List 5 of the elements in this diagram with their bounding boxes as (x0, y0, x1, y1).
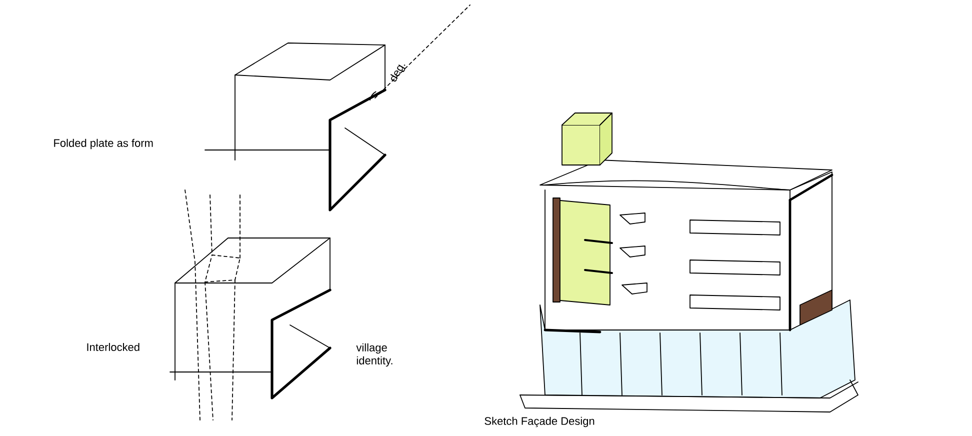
part-label: Interlocked (87, 342, 140, 352)
part-label: Folded plate as form (54, 138, 153, 150)
note-label: village identity. (356, 343, 392, 367)
drawing-caption: Sketch Façade Design (484, 416, 594, 428)
angle-label: deg. (390, 64, 406, 82)
